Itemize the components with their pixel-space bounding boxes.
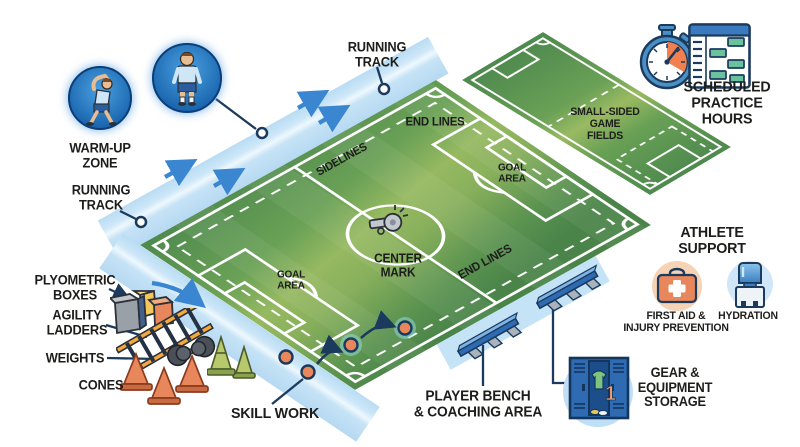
warmup-stretch-icon <box>67 65 133 131</box>
cones-label: CONES <box>78 377 124 393</box>
first-aid-icon <box>650 259 704 313</box>
warmup-player-icon <box>151 42 223 114</box>
bench-icon <box>456 264 602 360</box>
goal-area-right-label: GOAL AREA <box>497 161 527 185</box>
warm-up-zone-label: WARM-UP ZONE <box>69 140 131 170</box>
small-sided-field <box>462 32 731 195</box>
weights-label: WEIGHTS <box>45 350 105 366</box>
player-bench-label: PLAYER BENCH & COACHING AREA <box>413 388 543 420</box>
small-sided-fields-label: SMALL-SIDED GAME FIELDS <box>570 106 640 142</box>
schedule-icon <box>688 23 752 91</box>
track-point-markers <box>134 82 391 229</box>
track-direction-arrows <box>151 89 351 308</box>
gear-storage-label: GEAR & EQUIPMENT STORAGE <box>637 365 713 410</box>
scheduled-practice-hours-label: SCHEDULED PRACTICE HOURS <box>683 78 771 129</box>
skill-work-path <box>278 310 416 380</box>
plyo-boxes-icon <box>110 283 180 339</box>
center-mark-label: CENTER MARK <box>374 251 422 279</box>
dumbbell-icon <box>160 328 222 374</box>
water-cooler-icon <box>725 257 775 315</box>
green-cones-icon <box>207 333 259 387</box>
stopwatch-icon <box>636 24 698 92</box>
hydration-label: HYDRATION <box>718 310 778 323</box>
svg-text:1: 1 <box>605 383 616 405</box>
goal-area-left-label: GOAL AREA <box>276 268 306 292</box>
whistle-icon <box>368 202 412 236</box>
running-track-left-label: RUNNING TRACK <box>71 182 131 212</box>
skill-work-label: SKILL WORK <box>230 404 320 422</box>
locker-icon: 1 <box>562 352 634 428</box>
main-field <box>140 79 651 391</box>
orange-cones-icon <box>120 350 216 412</box>
agility-ladders-label: AGILITY LADDERS <box>46 307 108 337</box>
running-track-top-label: RUNNING TRACK <box>347 39 407 69</box>
plyometric-boxes-label: PLYOMETRIC BOXES <box>34 272 116 302</box>
athlete-support-heading: ATHLETE SUPPORT <box>678 223 746 257</box>
end-lines-top-label: END LINES <box>405 114 465 129</box>
first-aid-label: FIRST AID & INJURY PREVENTION <box>623 310 729 334</box>
